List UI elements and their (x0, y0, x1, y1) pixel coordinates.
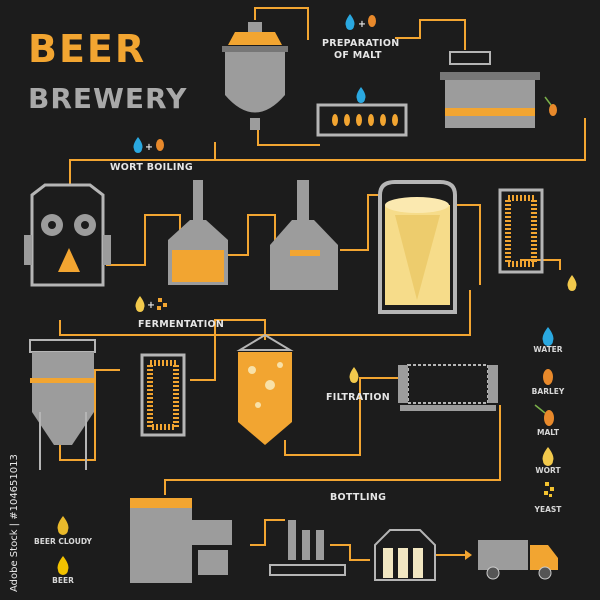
wort-drop-icon (135, 296, 145, 312)
label-preparation-line1: PREPARATION (322, 38, 399, 49)
malt-germination-tank (440, 51, 540, 128)
lauter-tun (168, 180, 228, 285)
beer-cloudy-drop-icon (57, 516, 69, 535)
heat-exchanger (140, 353, 186, 437)
legend-yeast: YEAST (534, 505, 563, 514)
filter-press (398, 364, 498, 411)
wort-cooler (498, 188, 544, 274)
legend-yeast-icon (544, 482, 554, 497)
watermark: Adobe Stock | #104651013 (9, 454, 20, 592)
legend-water-icon (542, 327, 554, 346)
plus-sign: + (145, 142, 153, 153)
wort-drop-icon (349, 367, 359, 383)
mash-tun (24, 183, 111, 287)
fermentation-tank (29, 339, 96, 470)
pipes (59, 7, 586, 561)
label-beer-cloudy: BEER CLOUDY (34, 537, 93, 546)
legend-malt: MALT (537, 428, 560, 437)
label-fermentation: FERMENTATION (138, 319, 224, 330)
whirlpool-tank (378, 180, 457, 314)
water-drop-icon (345, 14, 355, 30)
brew-kettle (270, 180, 338, 290)
conical-fermenter (236, 333, 294, 445)
plus-sign: + (147, 300, 155, 311)
label-preparation-line2: OF MALT (334, 50, 382, 61)
legend-wort: WORT (535, 466, 561, 475)
bottle-crate (374, 529, 436, 581)
label-filtration: FILTRATION (326, 392, 390, 403)
bright-beer-tank (130, 498, 232, 583)
delivery-truck (478, 540, 558, 580)
wort-drop-icon (567, 275, 577, 291)
malt-sprout-icon (544, 96, 557, 116)
label-beer: BEER (52, 576, 74, 585)
legend-barley-icon (543, 369, 553, 385)
title-brewery: BREWERY (28, 82, 187, 115)
malt-hopper (222, 22, 288, 130)
barley-grain-icon (368, 15, 376, 27)
title-beer: BEER (28, 27, 146, 71)
plus-sign: + (358, 19, 366, 30)
beer-drop-icon (57, 556, 69, 575)
yeast-icon (157, 298, 167, 310)
water-drop-icon (356, 87, 366, 103)
legend: WATER BARLEY MALT WORT YEAST (532, 327, 565, 514)
legend-malt-icon (534, 404, 554, 426)
water-drop-icon (133, 137, 143, 153)
bottling-machine (269, 520, 346, 576)
legend-wort-icon (542, 447, 554, 466)
label-bottling: BOTTLING (330, 492, 386, 503)
malt-roaster (316, 103, 408, 137)
products-legend: BEER CLOUDY BEER (34, 516, 93, 585)
legend-barley: BARLEY (532, 387, 565, 396)
legend-water: WATER (533, 345, 562, 354)
label-wort-boiling: WORT BOILING (110, 162, 193, 173)
malt-grain-icon (156, 139, 164, 151)
